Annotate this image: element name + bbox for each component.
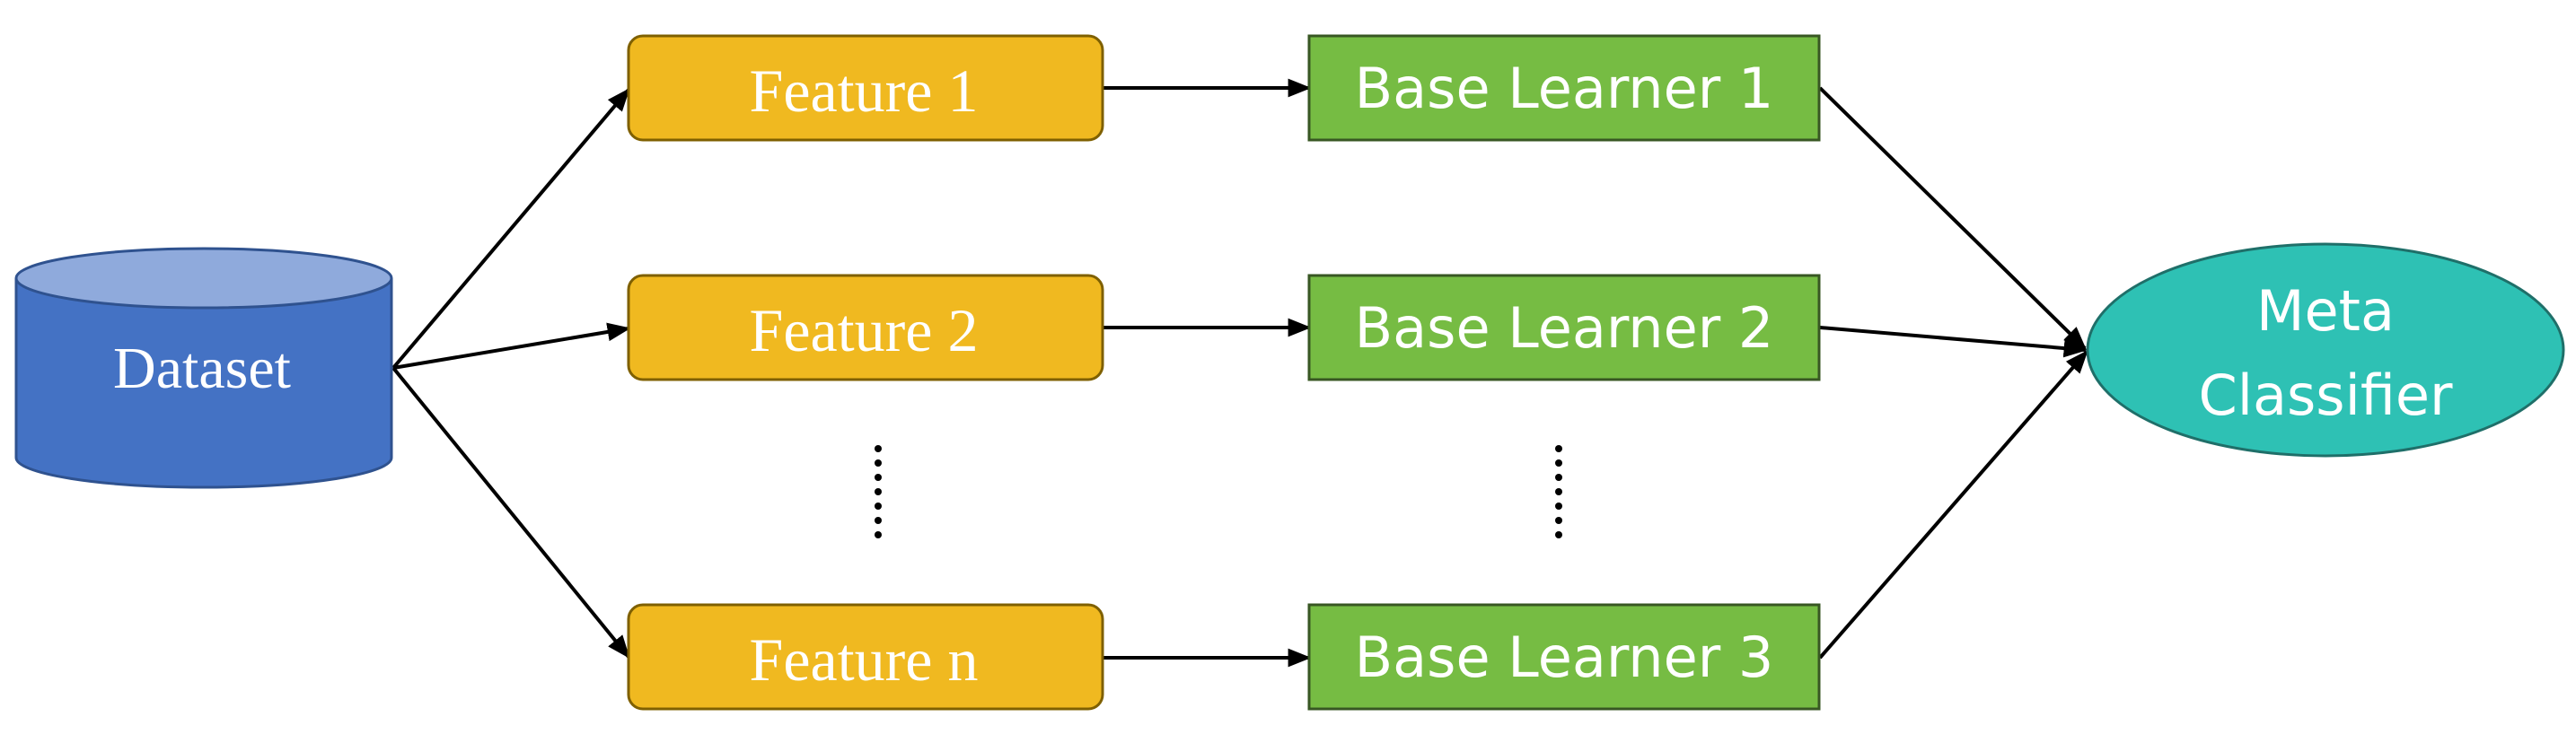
arrow-dataset-to-feature-2 — [392, 322, 631, 370]
arrow-learner-3-to-meta — [1818, 350, 2088, 660]
feature-label-n: Feature n — [750, 625, 979, 694]
learner-box-2: Base Learner 2 — [1307, 274, 1821, 381]
feature-box-1: Feature 1 — [627, 34, 1104, 142]
arrow-learner-2-to-meta — [1819, 326, 2088, 358]
learner-label-1: Base Learner 1 — [1355, 56, 1774, 121]
feature-box-n: Feature n — [627, 603, 1104, 711]
dataset-node: Dataset — [14, 247, 393, 489]
dataset-cylinder-body — [14, 278, 393, 489]
learner-box-3: Base Learner 3 — [1307, 603, 1821, 711]
connector-arrows — [391, 78, 2088, 668]
meta-label-line2: Classifier — [2198, 363, 2453, 428]
learner-column: Base Learner 1 Base Learner 2 Base Learn… — [1307, 34, 1821, 711]
learner-label-3: Base Learner 3 — [1355, 625, 1774, 690]
feature-ellipsis-dots — [875, 445, 882, 538]
feature-label-1: Feature 1 — [750, 57, 979, 125]
learner-box-1: Base Learner 1 — [1307, 34, 1821, 142]
learner-ellipsis-dots — [1555, 445, 1562, 538]
feature-label-2: Feature 2 — [750, 296, 979, 364]
arrow-dataset-to-feature-1 — [391, 88, 630, 370]
feature-column: Feature 1 Feature 2 Feature n — [627, 34, 1104, 711]
learner-label-2: Base Learner 2 — [1355, 295, 1774, 361]
meta-classifier-node: Meta Classifier — [2086, 242, 2565, 458]
arrow-learner-1-to-meta — [1818, 86, 2087, 350]
dataset-cylinder-top — [14, 247, 393, 310]
dataset-label: Dataset — [113, 336, 291, 401]
arrow-dataset-to-feature-n — [391, 366, 630, 660]
meta-classifier-ellipse — [2086, 242, 2565, 458]
meta-label-line1: Meta — [2256, 278, 2395, 344]
feature-box-2: Feature 2 — [627, 274, 1104, 381]
